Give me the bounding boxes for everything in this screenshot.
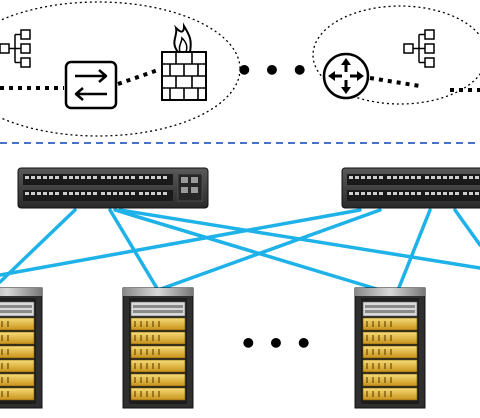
right-cluster bbox=[322, 29, 480, 100]
link bbox=[113, 208, 382, 292]
hierarchy-tree-icon bbox=[403, 29, 435, 68]
left-cluster-boundary bbox=[0, 1, 241, 137]
hierarchy-tree-icon bbox=[0, 29, 31, 68]
link bbox=[156, 208, 382, 292]
rack-switch-icon bbox=[17, 167, 209, 209]
bottom-ellipsis: • • • bbox=[239, 327, 312, 360]
dotted-link bbox=[369, 76, 421, 88]
top-zone: • • • bbox=[0, 1, 480, 137]
right-cluster-boundary bbox=[312, 5, 480, 105]
link bbox=[453, 208, 480, 247]
dotted-link bbox=[117, 68, 159, 86]
link bbox=[0, 208, 362, 277]
router-icon bbox=[322, 52, 370, 100]
firewall-icon bbox=[161, 22, 207, 101]
rack-switch-icon bbox=[341, 167, 480, 209]
link bbox=[396, 208, 432, 292]
top-ellipsis: • • • bbox=[235, 54, 308, 87]
network-links bbox=[0, 208, 480, 292]
left-cluster bbox=[0, 22, 207, 110]
switch-icon bbox=[64, 60, 118, 110]
server-rack-icon bbox=[122, 287, 194, 409]
server-rack-icon bbox=[354, 287, 426, 409]
link bbox=[0, 208, 77, 284]
server-rack-icon bbox=[0, 287, 43, 409]
